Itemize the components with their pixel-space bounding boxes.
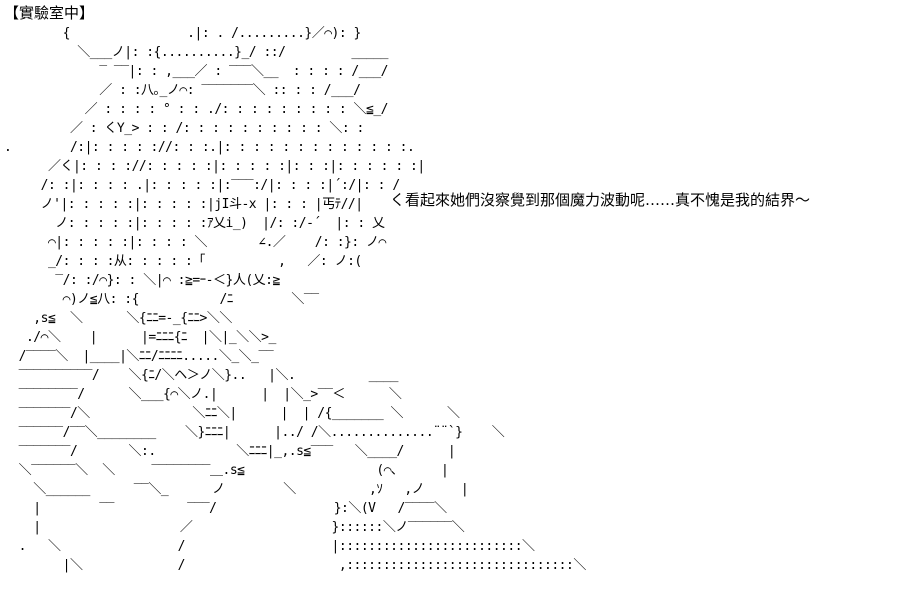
art-line: /‾‾‾‾＼ |____|＼ﾆﾆ/ﾆﾆﾆﾆ.....＼_＼_‾‾	[4, 349, 274, 364]
art-line: ＼‾‾‾‾‾‾＼ ＼ ‾‾‾‾‾‾‾‾＿.s≦ (⌒､ |	[4, 463, 449, 478]
art-line: ＼___ノ|: :{..........}_/ ::/ _____	[4, 45, 389, 60]
art-line: ／ : くΥ_> : : /: : : : : : : : : : ＼: :	[4, 121, 364, 136]
art-line: ノ'|: : : : :|: : : : :|jI斗-x |: : : |丐ﾃ/…	[4, 197, 363, 212]
art-line: |＼ / ,:::::::::::::::::::::::::::::::＼	[4, 558, 587, 573]
page-title: 【實驗室中】	[4, 4, 95, 22]
art-line: ／ : :八｡_ノ⌒: ‾‾‾‾‾‾‾＼ :: : : /___/	[4, 83, 361, 98]
art-line: { .|: . /.........}／⌒): }	[4, 26, 362, 41]
art-line: ⌒)ノ≦八: :{ /ﾆ ＼‾‾	[4, 292, 319, 307]
art-line: ./⌒＼ | |=ﾆﾆﾆ{ﾆ |＼|_＼＼>_	[4, 330, 276, 345]
art-line: _/: : : :从: : : : :「 , ／: ノ:(	[4, 254, 362, 269]
ascii-art-illustration: { .|: . /.........}／⌒): } ＼___ノ|: :{....…	[4, 24, 586, 575]
art-line: . /:|: : : : ://: : :.|: : : : : : : : :…	[4, 140, 415, 155]
art-line: | ／ }::::::＼ノ‾‾‾‾‾‾＼	[4, 520, 465, 535]
art-line: /: :|: : : : .|: : : : :|:‾‾‾:/|: : : :|…	[4, 178, 401, 193]
art-line: ノ: : : : :|: : : : :ｱ乂i_) |/: :/-´ |: : …	[4, 216, 385, 231]
art-line: | ‾‾ ‾‾‾/ }:＼(V /‾‾‾‾＼	[4, 501, 447, 516]
art-line: ／ : : : : ° : : ./: : : : : : : : : ＼≦_/	[4, 102, 389, 117]
art-line: ‾‾‾‾‾‾‾‾/ ＼___{⌒＼ノ.| | |＼_>‾‾＜ ＼	[4, 387, 402, 402]
art-line: ＼______ ‾‾＼_ ノ ＼ ,ｿ ,ノ |	[4, 482, 469, 497]
art-line: ‾‾‾‾‾‾‾/＼ ＼ﾆﾆ＼| | | /{_______ ＼ ＼	[4, 406, 460, 421]
art-line: ‾‾‾‾‾‾‾‾‾‾/ ＼{ﾆ/＼ヘ＞ノ＼}.. |＼. ____	[4, 368, 399, 383]
art-line: ‾ ‾‾|: : ,___／ : ‾‾‾＼__ : : : : /___/	[4, 64, 389, 79]
art-line: ‾‾‾‾‾‾/‾‾＼________ ＼}ﾆﾆﾆ| |../ /＼.......…	[4, 425, 505, 440]
art-line: ,s≦ ＼ ＼{ﾆﾆ=-_{ﾆﾆ>＼＼	[4, 311, 232, 326]
art-line: ／く|: : : ://: : : : :|: : : : :|: : :|: …	[4, 159, 425, 174]
art-line: ‾/: :/⌒}: : ＼|⌒ :≧=ｰ-＜}人(乂:≧	[4, 273, 280, 288]
art-line: ‾‾‾‾‾‾‾/ ＼:. ＼ﾆﾆﾆ|_,.s≦‾‾‾ ＼____/ |	[4, 444, 456, 459]
art-line: ⌒|: : : : :|: : : : ＼ ∠.／ /: :}: ノ⌒	[4, 235, 386, 250]
art-line: . ＼ / |:::::::::::::::::::::::::＼	[4, 539, 535, 554]
speech-line: く看起來她們沒察覺到那個魔力波動呢……真不愧是我的結界～	[390, 191, 811, 209]
